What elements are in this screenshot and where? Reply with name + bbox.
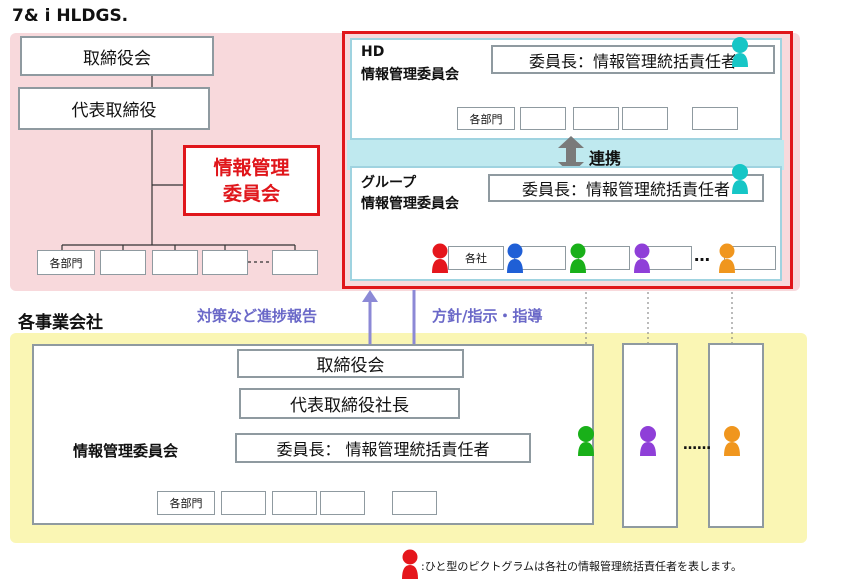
operating-dept-blank: [221, 491, 266, 515]
group-companies-box: 各社: [448, 246, 504, 270]
legend-note: :ひと型のピクトグラムは各社の情報管理統括責任者を表します。: [421, 560, 742, 573]
holding-dept-blank: [202, 250, 248, 275]
holding-board-box: 取締役会: [20, 36, 214, 76]
operating-person-green-icon: [578, 426, 594, 456]
operating-dept-box: 各部門: [157, 491, 215, 515]
operating-person-purple-icon: [640, 426, 656, 456]
operating-chair-box: 委員長： 情報管理統括責任者: [235, 433, 531, 463]
group-company-blank: [514, 246, 566, 270]
operating-ellipsis: ……: [683, 437, 711, 453]
legend-person-icon: [402, 549, 418, 579]
hd-committee-label-1: HD: [361, 44, 385, 60]
operating-board-box: 取締役会: [237, 349, 464, 378]
operating-dept-blank: [272, 491, 317, 515]
link-label: 連携: [589, 149, 622, 168]
operating-companies-title: 各事業会社: [18, 313, 103, 333]
holding-dept-blank: [152, 250, 198, 275]
hd-committee-label-2: 情報管理委員会: [361, 67, 459, 83]
hd-chair-box: 委員長：情報管理統括責任者: [491, 45, 775, 74]
operating-person-orange-icon: [724, 426, 740, 456]
hd-dept-blank: [622, 107, 668, 130]
hd-chair-person-icon: [732, 37, 748, 67]
group-company-blank: [578, 246, 630, 270]
holding-dept-blank: [272, 250, 318, 275]
group-ellipsis: …: [694, 246, 710, 265]
operating-president-box: 代表取締役社長: [239, 388, 460, 419]
holding-representative-box: 代表取締役: [18, 87, 210, 130]
holding-committee-box: 情報管理 委員会: [183, 145, 320, 216]
hd-dept-blank: [692, 107, 738, 130]
group-person-purple-icon: [634, 243, 650, 273]
holding-committee-line1: 情報管理: [213, 156, 290, 179]
group-person-blue-icon: [507, 243, 523, 273]
hd-dept-blank: [573, 107, 619, 130]
group-committee-label-1: グループ: [361, 175, 417, 191]
holding-title: 7& i HLDGS.: [12, 6, 129, 26]
holding-dept-box: 各部門: [37, 250, 95, 275]
operating-dept-blank: [392, 491, 437, 515]
link-double-arrow: [558, 136, 584, 174]
group-person-red-icon: [432, 243, 448, 273]
holding-committee-line2: 委員会: [222, 182, 280, 205]
policy-down-label: 方針/指示・指導: [432, 307, 543, 325]
group-person-orange-icon: [719, 243, 735, 273]
hd-dept-box: 各部門: [457, 107, 515, 130]
holding-dept-blank: [100, 250, 146, 275]
group-chair-person-icon: [732, 164, 748, 194]
operating-dept-blank: [320, 491, 365, 515]
hd-dept-blank: [520, 107, 566, 130]
operating-committee-label: 情報管理委員会: [73, 442, 179, 460]
report-up-label: 対策など進捗報告: [197, 307, 318, 325]
group-person-green-icon: [570, 243, 586, 273]
group-committee-label-2: 情報管理委員会: [361, 196, 459, 212]
group-chair-box: 委員長：情報管理統括責任者: [488, 174, 764, 202]
